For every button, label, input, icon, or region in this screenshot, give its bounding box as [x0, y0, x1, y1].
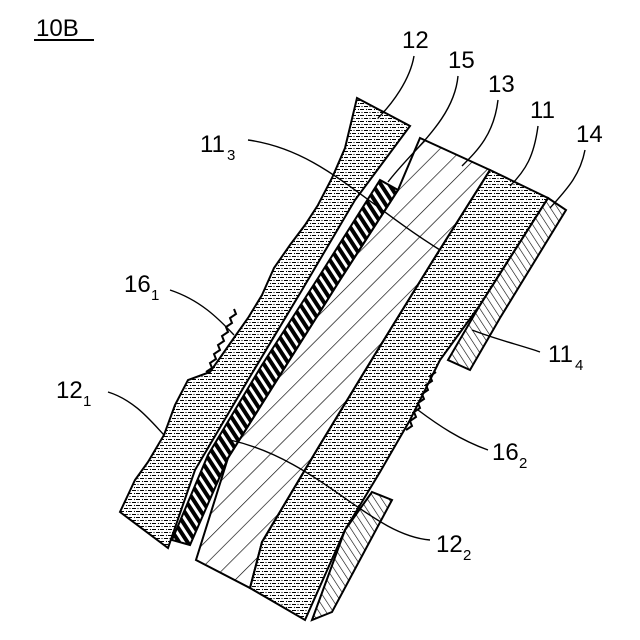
label-12-2: 12: [436, 531, 463, 558]
label-11-4-sub: 4: [575, 357, 583, 374]
leader-16-2: [418, 410, 488, 450]
label-16-2: 16: [492, 439, 519, 466]
label-11-4: 11: [548, 341, 573, 368]
label-11: 11: [530, 97, 555, 124]
label-14: 14: [576, 121, 603, 148]
leader-11: [510, 126, 538, 186]
leader-16-1: [170, 290, 234, 335]
leader-12: [378, 56, 414, 118]
label-11-3-sub: 3: [227, 147, 235, 164]
figure-id: 10B: [36, 15, 79, 42]
leader-14: [550, 150, 585, 208]
leader-13: [462, 100, 498, 166]
label-12-2-sub: 2: [463, 547, 471, 564]
leader-12-1: [108, 392, 164, 435]
label-16-2-sub: 2: [519, 455, 527, 472]
label-16-1: 16: [124, 271, 151, 298]
label-11-3: 11: [200, 131, 225, 158]
label-13: 13: [488, 71, 515, 98]
label-12: 12: [402, 27, 429, 54]
label-12-1: 12: [56, 377, 83, 404]
label-12-1-sub: 1: [83, 393, 91, 410]
label-16-1-sub: 1: [151, 287, 159, 304]
label-15: 15: [448, 47, 475, 74]
